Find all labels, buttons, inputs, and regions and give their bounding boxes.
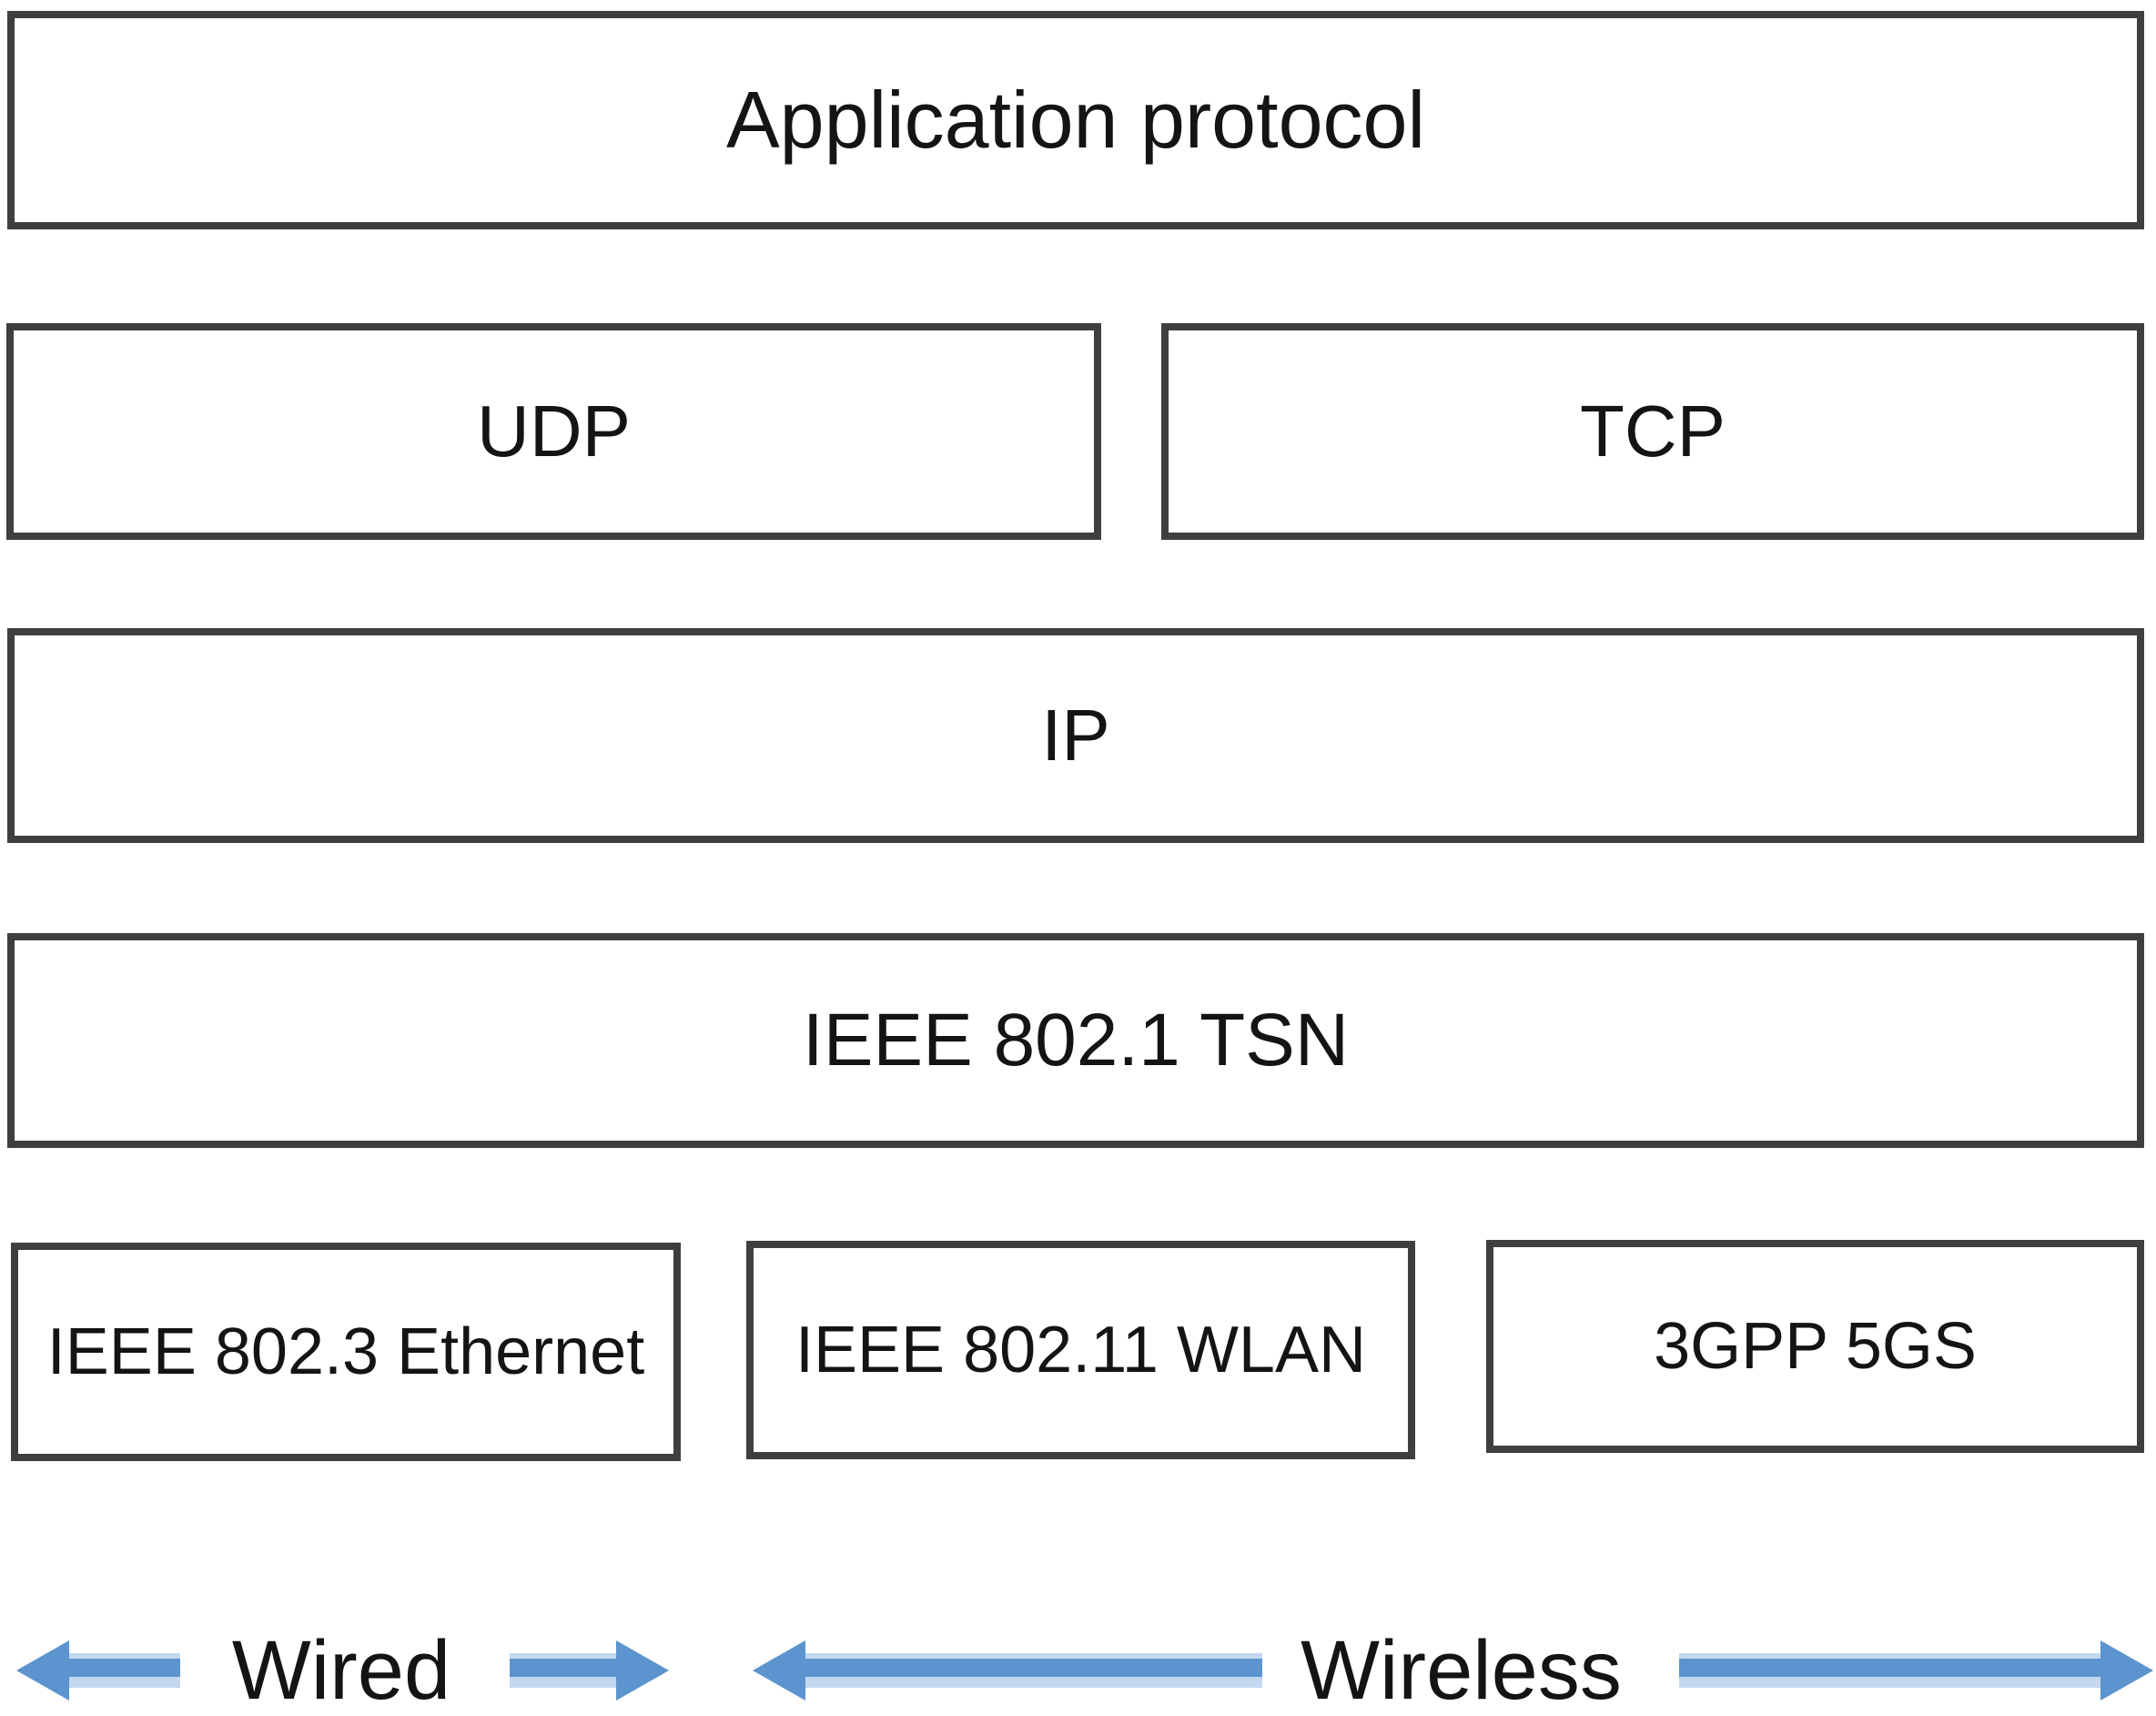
arrowhead-left-icon [16, 1640, 69, 1701]
layer-label-ieee-802-3-ethernet: IEEE 802.3 Ethernet [46, 1315, 645, 1388]
arrowhead-right-icon [2100, 1640, 2153, 1701]
wired-legend-label: Wired [205, 1620, 478, 1716]
layer-label-ip: IP [1041, 695, 1110, 776]
arrowhead-right-icon [616, 1640, 669, 1701]
wireless-right-arrow-icon [1679, 1640, 2153, 1701]
wired-legend-text: Wired [231, 1624, 451, 1716]
layer-label-ieee-802-11-wlan: IEEE 802.11 WLAN [795, 1314, 1366, 1386]
arrow-shaft [805, 1653, 1262, 1688]
arrow-shaft [69, 1653, 180, 1688]
layer-box-ieee-802-11-wlan: IEEE 802.11 WLAN [746, 1241, 1415, 1459]
arrow-shaft [1679, 1653, 2100, 1688]
layer-label-udp: UDP [477, 391, 631, 472]
layer-box-ieee-802-1-tsn: IEEE 802.1 TSN [7, 933, 2144, 1148]
wireless-legend-text: Wireless [1301, 1624, 1622, 1716]
layer-label-ieee-802-1-tsn: IEEE 802.1 TSN [802, 999, 1350, 1081]
layer-box-udp: UDP [6, 323, 1101, 540]
wired-left-arrow-icon [16, 1640, 180, 1701]
arrowhead-left-icon [753, 1640, 805, 1701]
layer-label-application-protocol: Application protocol [725, 75, 1426, 165]
layer-box-application-protocol: Application protocol [7, 11, 2144, 229]
layer-label-tcp: TCP [1580, 391, 1726, 472]
arrow-shaft [510, 1653, 616, 1688]
layer-label-3gpp-5gs: 3GPP 5GS [1654, 1310, 1977, 1383]
layer-box-tcp: TCP [1161, 323, 2144, 540]
wireless-legend-label: Wireless [1281, 1620, 1641, 1716]
layer-box-3gpp-5gs: 3GPP 5GS [1486, 1240, 2144, 1453]
layer-box-ieee-802-3-ethernet: IEEE 802.3 Ethernet [11, 1243, 681, 1461]
wired-right-arrow-icon [510, 1640, 669, 1701]
layer-box-ip: IP [7, 628, 2144, 843]
wireless-left-arrow-icon [753, 1640, 1262, 1701]
